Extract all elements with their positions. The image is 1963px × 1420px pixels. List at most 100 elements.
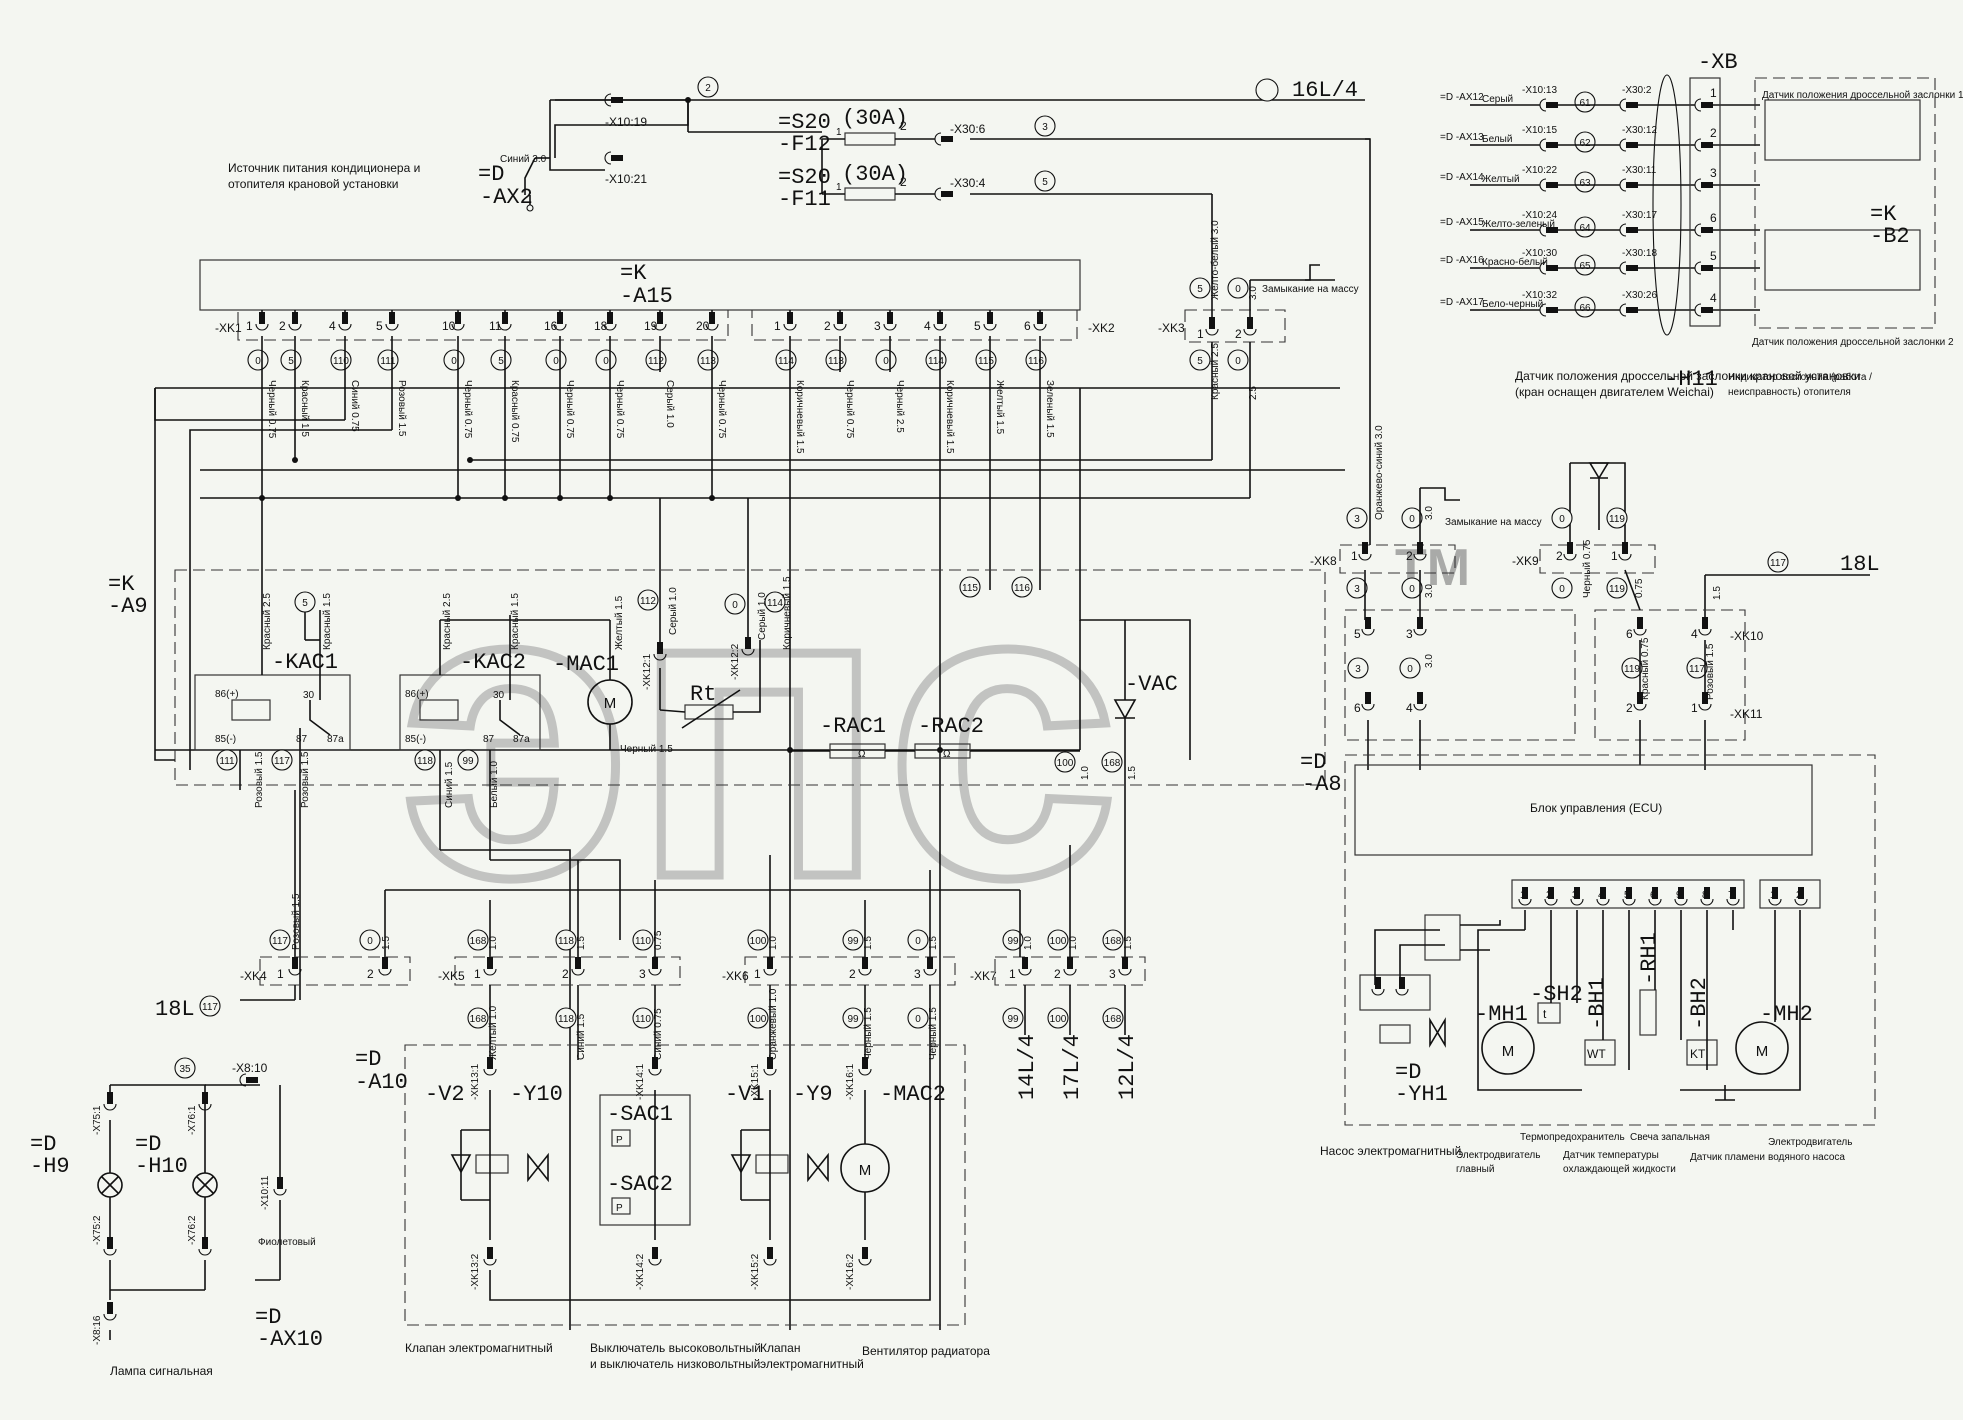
b2-color-2: Желтый [1482,174,1520,185]
a15-pin-low-2: 3 [874,319,881,333]
connector-pin [1365,692,1371,704]
y9-valve [807,1152,829,1183]
junction-dot [557,495,563,501]
xk7-tc: 100 [1050,936,1067,947]
connector-socket [1563,553,1577,561]
lamp-wire: Фиолетовый [258,1237,316,1248]
b2-ax-1: =D -AX17 [1440,297,1484,308]
xk7-pin: 1 [1009,967,1016,981]
xk10-c: 117 [1689,664,1705,675]
rac2-label: -RAC2 [918,714,984,739]
ref-ring [1255,78,1279,102]
wire [490,859,621,940]
wire-number-3: 3 [1042,122,1048,133]
xk6-bc-ring [907,1007,929,1029]
xk8-bc: 3 [1354,584,1360,595]
ecu-pin-4: 5 [1624,890,1630,901]
xk3-top-circ: 0 [1235,284,1241,295]
xk3-bot-circ: 5 [1197,356,1203,367]
xk16-2: -XK16:2 [845,1253,856,1290]
connector-pin [1365,617,1371,629]
ref-117-right-ring [1767,551,1789,573]
b2-circ-1-ring [1574,131,1596,153]
rh1-box [1639,989,1657,1036]
a15-pin-7: 18 [594,319,608,333]
wire [489,1060,931,1301]
a9-c100-ring [1054,751,1076,773]
xk5-bc: 118 [558,1014,574,1025]
a9-w168: 1.5 [1127,766,1138,780]
a15-pin-low-4: 5 [974,319,981,333]
xk6-tc-ring [747,929,769,951]
connector-pin [767,1057,773,1069]
connector-socket [1794,898,1808,906]
wire [681,689,741,729]
xk1-frame [237,309,729,341]
supply-title-1: Источник питания кондиционера и [228,161,420,175]
connector-pin [1548,887,1554,899]
xk5-bw: Синий 1.5 [576,1013,587,1060]
kac1-30: 30 [303,690,315,701]
connector-pin [1375,977,1381,989]
a15-circ-low-5: 116 [1028,356,1044,367]
a9-l2: -A9 [108,594,148,619]
a15-l1: =K [620,261,647,286]
ref-117-right: 117 [1770,558,1786,569]
xk6-bc: 0 [915,1014,921,1025]
connector-pin [1546,142,1558,148]
b2-l1: =K [1870,202,1897,227]
wire-number-3-ring [1034,115,1056,137]
b2-circ-3-ring [1574,216,1596,238]
xk3-bot-wire: Красный 2.5 [1210,343,1221,400]
xk7-bc-ring [1002,1007,1024,1029]
xk6-bc: 100 [750,1014,767,1025]
xk6-label: -XK6 [722,969,749,983]
connector-socket [1033,323,1047,331]
b2-ax-1: =D -AX13 [1440,132,1484,143]
wire-number-5: 5 [1042,177,1048,188]
junction-dot [709,495,715,501]
a15-wire-5: Красный 0.75 [509,380,520,443]
kac1-w1: Красный 2.5 [262,593,273,650]
connector-pin [1701,265,1713,271]
rt-label: Rt [690,682,716,707]
xb-pin-0: 1 [1710,86,1717,100]
a15-wire-3: Розовый 1.5 [396,380,407,437]
a15-wire-9: Черный 0.75 [716,380,727,439]
xk9-tc-ring [1551,507,1573,529]
connector-socket [1694,223,1702,237]
a10-l1: =D [355,1047,381,1072]
a9-w117: Розовый 1.5 [300,751,311,808]
a10-frame [404,1044,966,1326]
xk7-pin: 2 [1054,967,1061,981]
connector-pin [246,1077,258,1083]
connector-socket [255,323,269,331]
connector-pin [927,957,933,969]
connector-socket [1619,138,1627,152]
a15-pin-1: 2 [279,319,286,333]
ecu-connector-2 [1759,879,1821,909]
cap-bh1-1: Датчик температуры [1563,1150,1659,1161]
xk7-ref: 17L/4 [1060,1034,1085,1100]
xk9-tc: 119 [1609,514,1625,525]
kac1-label: -KAC1 [272,650,338,675]
xk7-tc-ring [1047,929,1069,951]
ecu2-pin-1: 2 [1796,890,1802,901]
connector-socket [273,1188,287,1196]
connector-socket [1539,178,1547,192]
xk10-p: 4 [1691,627,1698,641]
a9-c116: 116 [1014,583,1030,594]
xk9-bc-ring [1606,577,1628,599]
connector-pin [1772,887,1778,899]
xk9-frame [1539,544,1656,574]
ax10-l2: -AX10 [257,1327,323,1352]
xk5-label: -XK5 [438,969,465,983]
xk9-pin: 2 [1556,549,1563,563]
v2-label: -V2 [425,1082,465,1107]
connector-pin [1417,692,1423,704]
bh2-box [1686,1039,1718,1066]
connector-socket [603,323,617,331]
xk9-bw1: 0.75 [1634,578,1645,598]
xk4-pin: 1 [277,967,284,981]
